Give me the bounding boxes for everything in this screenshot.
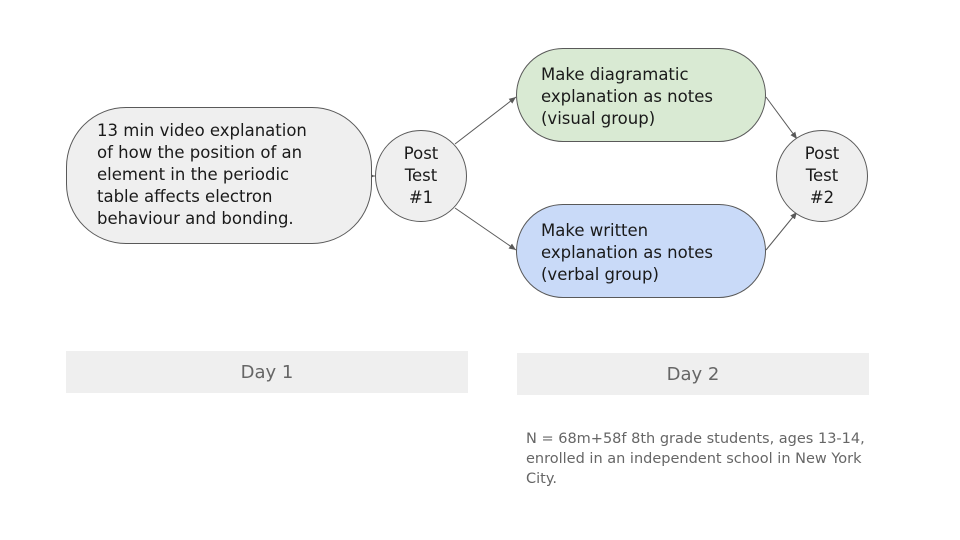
arrow-verbal-to-posttest2	[765, 211, 798, 251]
arrow-posttest1-to-visual	[454, 96, 517, 145]
video-explanation-node: 13 min video explanation of how the posi…	[66, 107, 372, 244]
node-text: Make diagramatic	[541, 65, 689, 84]
node-text: behaviour and bonding.	[97, 209, 294, 228]
node-text: element in the periodic	[97, 165, 290, 184]
node-text: Test	[805, 166, 839, 185]
post-test-1-node: Post Test #1	[375, 130, 467, 222]
node-text: 13 min video explanation	[97, 121, 307, 140]
node-text: of how the position of an	[97, 143, 303, 162]
node-text: Post	[804, 144, 840, 163]
visual-group-node: Make diagramatic explanation as notes (v…	[516, 48, 766, 142]
verbal-group-node: Make written explanation as notes (verba…	[516, 204, 766, 298]
arrow-posttest1-to-verbal	[454, 207, 517, 251]
day-2-label: Day 2	[517, 353, 869, 395]
node-text: #2	[809, 188, 835, 207]
node-text: #1	[408, 188, 434, 207]
node-text: explanation as notes	[541, 87, 713, 106]
node-text: (verbal group)	[541, 265, 659, 284]
node-text: Make written	[541, 221, 649, 240]
sample-note: N = 68m+58f 8th grade students, ages 13-…	[526, 431, 865, 487]
day-1-label: Day 1	[66, 351, 468, 393]
node-text: Post	[403, 144, 439, 163]
arrow-visual-to-posttest2	[765, 96, 798, 140]
node-text: Test	[404, 166, 438, 185]
node-text: table affects electron	[97, 187, 273, 206]
post-test-2-node: Post Test #2	[776, 130, 868, 222]
node-text: explanation as notes	[541, 243, 713, 262]
node-text: (visual group)	[541, 109, 656, 128]
